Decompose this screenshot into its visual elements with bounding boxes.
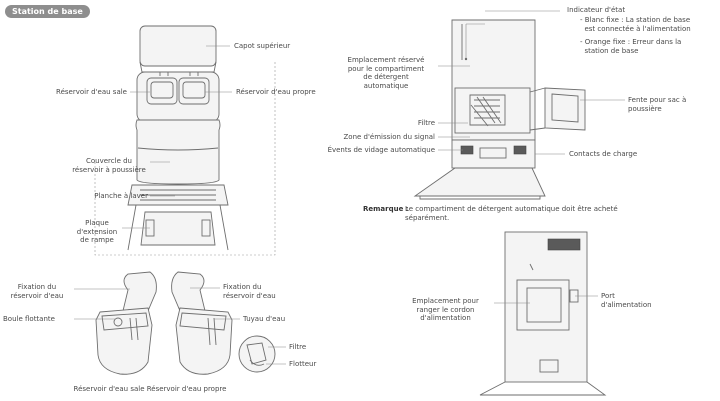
auto-empty-vent-right [514,146,526,154]
section-title-badge: Station de base [5,5,90,18]
label-tank-filter: Filtre [289,343,306,352]
station-front-illustration [95,26,275,255]
dust-bag-slot-shape [545,88,585,130]
note-label: Remarque : [363,205,409,214]
label-filter: Filtre [380,119,435,128]
label-signal-zone: Zone d'émission du signal [330,133,435,142]
label-white-solid: - Blanc fixe : La station de base est co… [580,16,691,33]
label-detergent-slot: Emplacement réservé pour le compartiment… [336,56,436,90]
dirty-tank-body [96,308,152,374]
label-clean-tank-fixing: Fixation du réservoir d'eau [223,283,276,300]
station-back-illustration [480,232,605,395]
label-charging-contacts: Contacts de charge [569,150,637,159]
station-open-illustration [415,20,585,199]
back-base-plate [480,382,605,395]
base-plate-edge [420,196,540,199]
label-status-indicator: Indicateur d'état [567,6,625,15]
label-clean-tank: Réservoir d'eau propre [236,88,316,97]
label-power-port: Port d'alimentation [601,292,652,309]
dirty-tank-illustration [96,272,156,374]
label-cord-storage: Emplacement pour ranger le cordon d'alim… [398,297,493,323]
label-wash-board: Planche à laver [60,192,148,201]
clean-tank-body [176,308,232,374]
label-float: Flotteur [289,360,316,369]
top-cover-shape [140,26,216,66]
label-dust-lid: Couvercle du réservoir à poussière [68,157,150,174]
label-ramp-extension: Plaque d'extension de rampe [72,219,122,245]
label-float-ball: Boule flottante [3,315,55,324]
station-base-plate [415,168,545,196]
ramp-extension-shape [141,212,215,245]
note-text: Le compartiment de détergent automatique… [405,205,618,222]
label-water-pipe: Tuyau d'eau [243,315,285,324]
label-dust-bag-slot: Fente pour sac à poussière [628,96,686,113]
back-logo-plate [548,239,580,250]
label-orange-solid: - Orange fixe : Erreur dans la station d… [580,38,681,55]
filter-zoom-circle [239,336,275,372]
label-top-cover: Capot supérieur [234,42,290,51]
label-dirty-tank-fixing: Fixation du réservoir d'eau [2,283,72,300]
tank-housing [137,72,219,122]
caption-tanks: Réservoir d'eau sale Réservoir d'eau pro… [50,385,250,394]
label-auto-empty-vents: Évents de vidage automatique [315,146,435,155]
station-body [136,120,220,184]
label-dirty-tank: Réservoir d'eau sale [30,88,127,97]
